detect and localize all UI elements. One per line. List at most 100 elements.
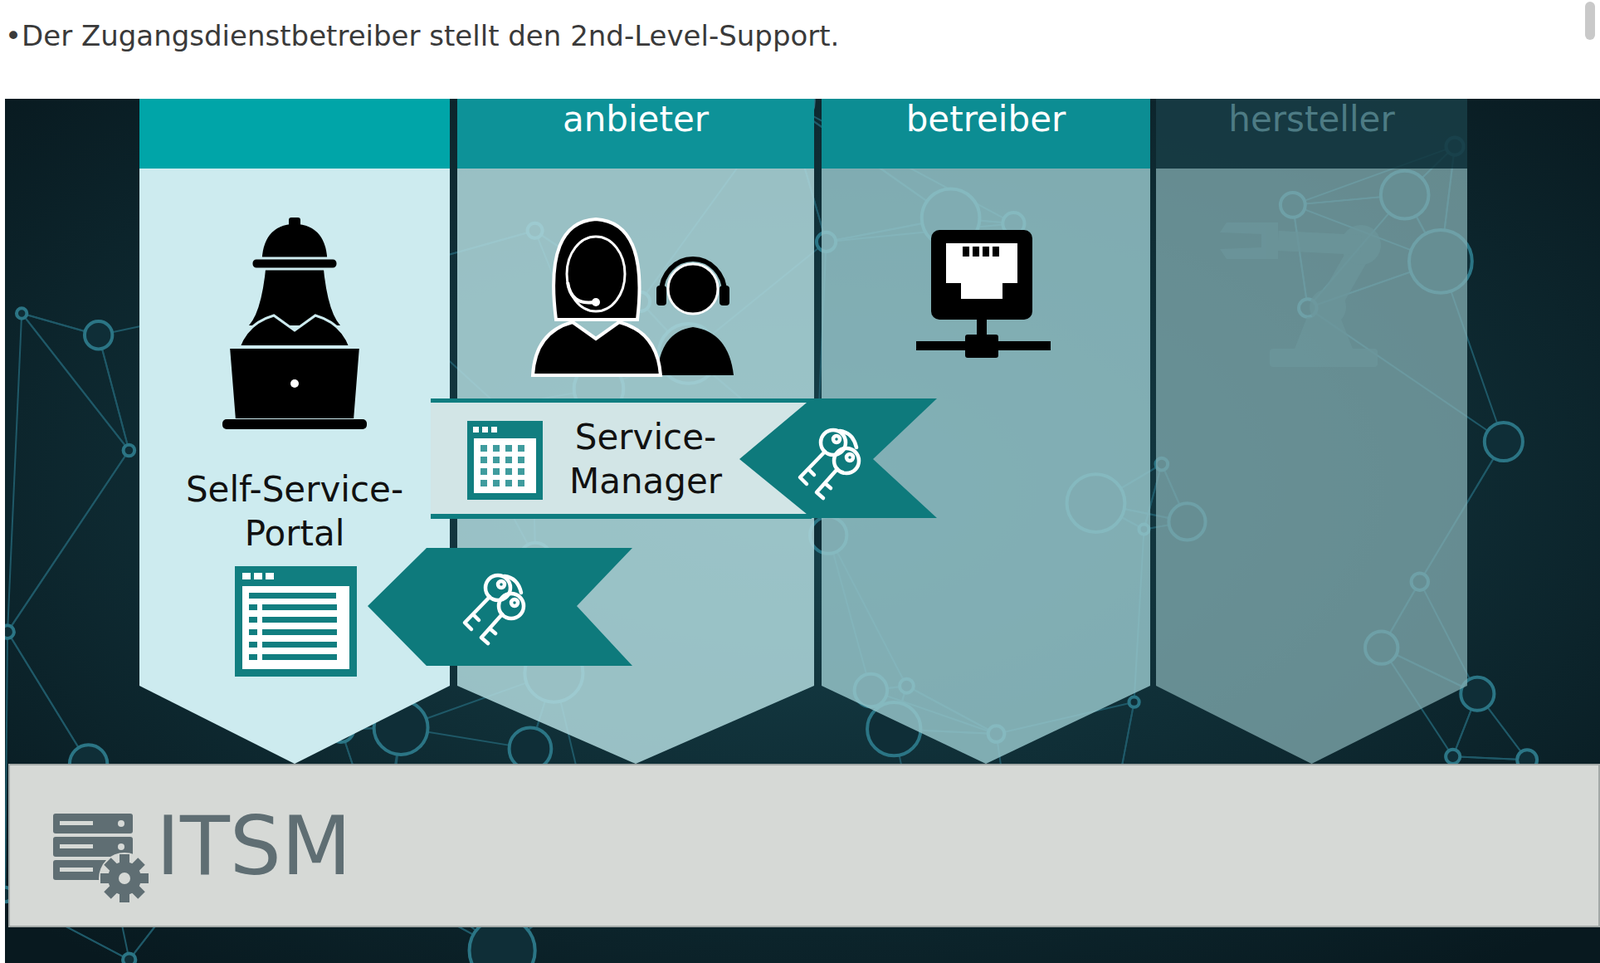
network-line [7, 449, 129, 632]
column-header-band [1156, 98, 1468, 169]
server-icon [53, 813, 133, 834]
calendar-icon [480, 468, 488, 475]
server-icon [53, 836, 133, 857]
column-header-band [821, 98, 1151, 169]
support-agents-icon [532, 219, 734, 376]
access-arrow [739, 398, 937, 518]
network-line [21, 312, 129, 450]
calendar-icon [480, 444, 525, 487]
portal-window-icon [248, 653, 258, 660]
calendar-icon [517, 479, 525, 487]
network-line [7, 449, 129, 632]
server-icon [53, 859, 133, 880]
role-column: Self-Service-Portal [139, 98, 450, 764]
calendar-icon [482, 426, 488, 433]
server-icon [103, 857, 118, 872]
column-header-band [139, 98, 450, 169]
access-arrow [800, 429, 859, 498]
portal-window-icon [262, 629, 337, 635]
robot-arm-icon [1309, 288, 1347, 326]
calendar-icon [492, 444, 500, 452]
portal-window-icon [265, 572, 274, 580]
portal-window-icon [242, 585, 350, 669]
role-column: anbieterService-Manager [457, 98, 815, 764]
column-heading: hersteller [1156, 98, 1468, 141]
worker-icon [290, 379, 299, 388]
calendar-icon [517, 468, 525, 475]
portal-window-icon [262, 604, 337, 610]
calendar-icon [492, 468, 500, 475]
worker-icon [228, 346, 361, 420]
server-icon [107, 861, 142, 895]
server-icon [98, 852, 151, 904]
worker-icon [234, 315, 355, 366]
support-agents-icon [719, 285, 730, 306]
calendar-icon [467, 420, 543, 500]
role-column: hersteller [1156, 98, 1468, 764]
calendar-icon [491, 426, 498, 433]
network-node [122, 952, 136, 963]
network-port-icon [962, 246, 970, 257]
server-icon [118, 872, 131, 884]
worker-icon [251, 258, 338, 269]
calendar-icon [505, 468, 513, 475]
server-icon [138, 873, 149, 883]
support-agents-icon [566, 236, 625, 312]
calendar-icon [492, 456, 500, 464]
calendar-icon [480, 479, 488, 487]
calendar-icon [492, 479, 500, 487]
worker-icon [248, 248, 341, 326]
robot-arm-icon [1269, 348, 1378, 367]
server-icon [119, 853, 130, 864]
support-agents-icon [656, 285, 667, 306]
support-agents-icon [657, 326, 734, 376]
network-node [84, 321, 113, 349]
portal-window-icon [248, 616, 258, 623]
network-port-icon [976, 319, 987, 340]
column-body [821, 168, 1151, 764]
network-line [98, 335, 130, 451]
support-agents-icon [668, 263, 718, 314]
network-line [7, 631, 89, 764]
worker-icon [260, 222, 329, 264]
network-node [16, 307, 27, 318]
calendar-icon [505, 456, 513, 464]
calendar-icon [480, 444, 488, 452]
scrollbar [1585, 1, 1596, 40]
server-icon [131, 884, 146, 899]
server-icon [98, 852, 151, 904]
server-icon [59, 843, 93, 849]
box-label: Service-Manager [550, 414, 742, 503]
network-port-icon [982, 246, 990, 257]
robot-arm-icon [1341, 224, 1381, 265]
bar-label: ITSM [156, 804, 505, 888]
robot-arm-icon [1294, 317, 1353, 349]
network-line [4, 631, 8, 894]
calendar-icon [480, 456, 488, 464]
support-agents-icon [532, 321, 661, 376]
calendar-icon [505, 444, 513, 452]
network-line [21, 312, 129, 450]
support-agents-icon [567, 282, 595, 303]
server-icon [117, 819, 125, 827]
calendar-icon [467, 420, 543, 500]
network-port-icon [965, 334, 999, 358]
column-body [1156, 168, 1468, 764]
support-agents-icon [661, 258, 725, 293]
portal-window-icon [262, 653, 337, 660]
network-line [98, 335, 130, 451]
access-arrow [739, 398, 937, 518]
server-icon [119, 892, 130, 903]
service-box: ITSM [8, 763, 1600, 927]
network-port-icon [992, 246, 1000, 257]
calendar-icon [517, 444, 525, 452]
dark-ground [4, 98, 1600, 963]
server-icon [100, 873, 111, 883]
robot-arm-icon [1327, 248, 1361, 308]
portal-window-icon [262, 616, 337, 623]
portal-window-icon [242, 572, 251, 580]
network-port-icon [916, 229, 1051, 358]
network-node [1128, 697, 1139, 708]
column-shape [1156, 98, 1468, 764]
